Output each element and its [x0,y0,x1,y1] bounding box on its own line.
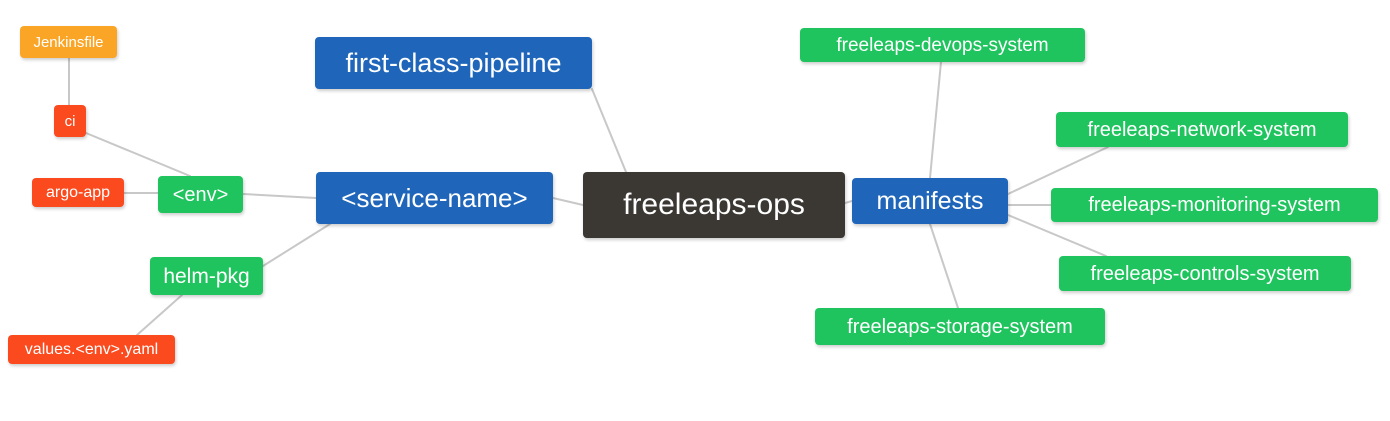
node-controls[interactable]: freeleaps-controls-system [1059,256,1351,291]
node-values[interactable]: values.<env>.yaml [8,335,175,364]
node-helm[interactable]: helm-pkg [150,257,263,295]
edge-helm-to-values [136,294,183,336]
edge-manifests-to-storage [929,223,959,309]
edge-service-to-helm [262,223,331,267]
node-devops[interactable]: freeleaps-devops-system [800,28,1085,62]
node-pipeline[interactable]: first-class-pipeline [315,37,592,89]
node-label: freeleaps-storage-system [847,315,1073,338]
node-label: first-class-pipeline [345,47,562,78]
node-env[interactable]: <env> [158,176,243,213]
edge-root-to-service [552,197,584,206]
node-label: <service-name> [341,183,528,213]
node-manifests[interactable]: manifests [852,178,1008,224]
node-label: argo-app [45,183,111,201]
node-root[interactable]: freeleaps-ops [583,172,845,238]
edge-service-to-env [242,193,317,199]
edge-root-to-pipeline [591,88,627,173]
node-label: manifests [876,186,984,215]
node-label: helm-pkg [163,264,250,288]
node-label: freeleaps-network-system [1087,118,1317,141]
node-jenkins[interactable]: Jenkinsfile [20,26,117,58]
node-monitoring[interactable]: freeleaps-monitoring-system [1051,188,1378,222]
node-argo[interactable]: argo-app [32,178,124,207]
node-label: <env> [172,183,229,206]
node-network[interactable]: freeleaps-network-system [1056,112,1348,147]
node-storage[interactable]: freeleaps-storage-system [815,308,1105,345]
node-label: Jenkinsfile [33,33,104,51]
node-label: freeleaps-controls-system [1090,262,1320,285]
edge-manifests-to-network [1007,146,1109,195]
node-service[interactable]: <service-name> [316,172,553,224]
node-ci[interactable]: ci [54,105,86,137]
node-label: freeleaps-ops [623,188,805,221]
node-label: ci [64,112,76,130]
edge-manifests-to-devops [929,61,942,179]
node-label: freeleaps-devops-system [836,34,1049,56]
node-label: values.<env>.yaml [24,340,159,358]
edge-root-to-manifests [844,200,853,204]
edge-env-to-ci [85,132,191,177]
node-label: freeleaps-monitoring-system [1088,194,1341,216]
